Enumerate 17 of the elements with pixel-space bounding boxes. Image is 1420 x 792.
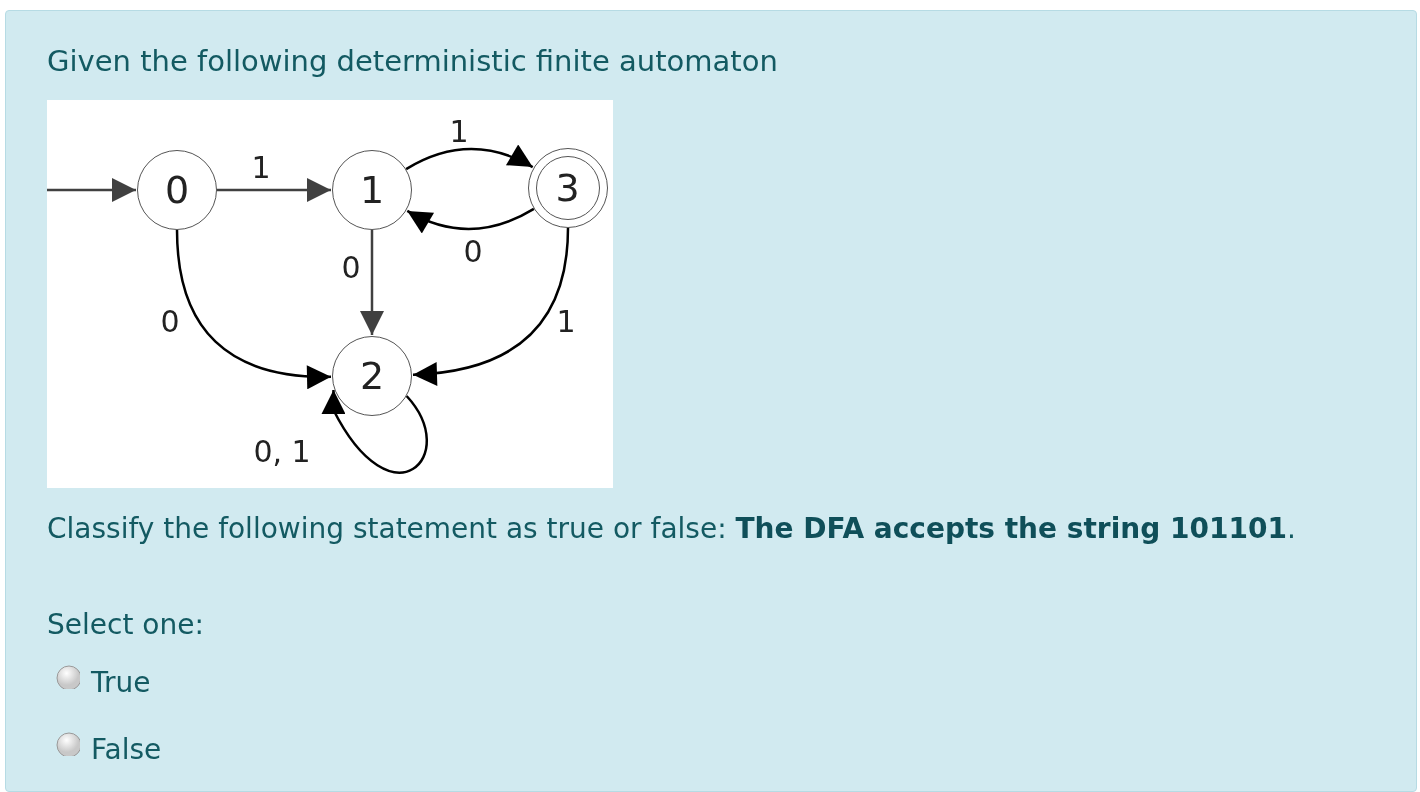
transition-arrow xyxy=(406,207,535,233)
transition-arrow xyxy=(360,230,384,335)
transition-arrow xyxy=(175,229,332,389)
state-circle: 1 xyxy=(332,150,412,230)
instruction-text: Given the following deterministic finite automaton xyxy=(47,44,778,78)
transition-arrow xyxy=(405,145,534,171)
transition-arrow xyxy=(412,227,570,386)
option-label: False xyxy=(91,733,162,766)
state-circle: 2 xyxy=(332,336,412,416)
state-circle: 0 xyxy=(137,150,217,230)
option-label: True xyxy=(91,666,151,699)
question-text: Classify the following statement as true or false: The DFA accepts the string 101101. xyxy=(47,512,1296,545)
self-loop-arrow xyxy=(321,390,428,474)
start-arrow xyxy=(47,178,136,202)
transition-arrow xyxy=(217,178,331,202)
inner-state-circle: 3 xyxy=(535,155,600,220)
prompt-text: Select one: xyxy=(47,608,204,641)
